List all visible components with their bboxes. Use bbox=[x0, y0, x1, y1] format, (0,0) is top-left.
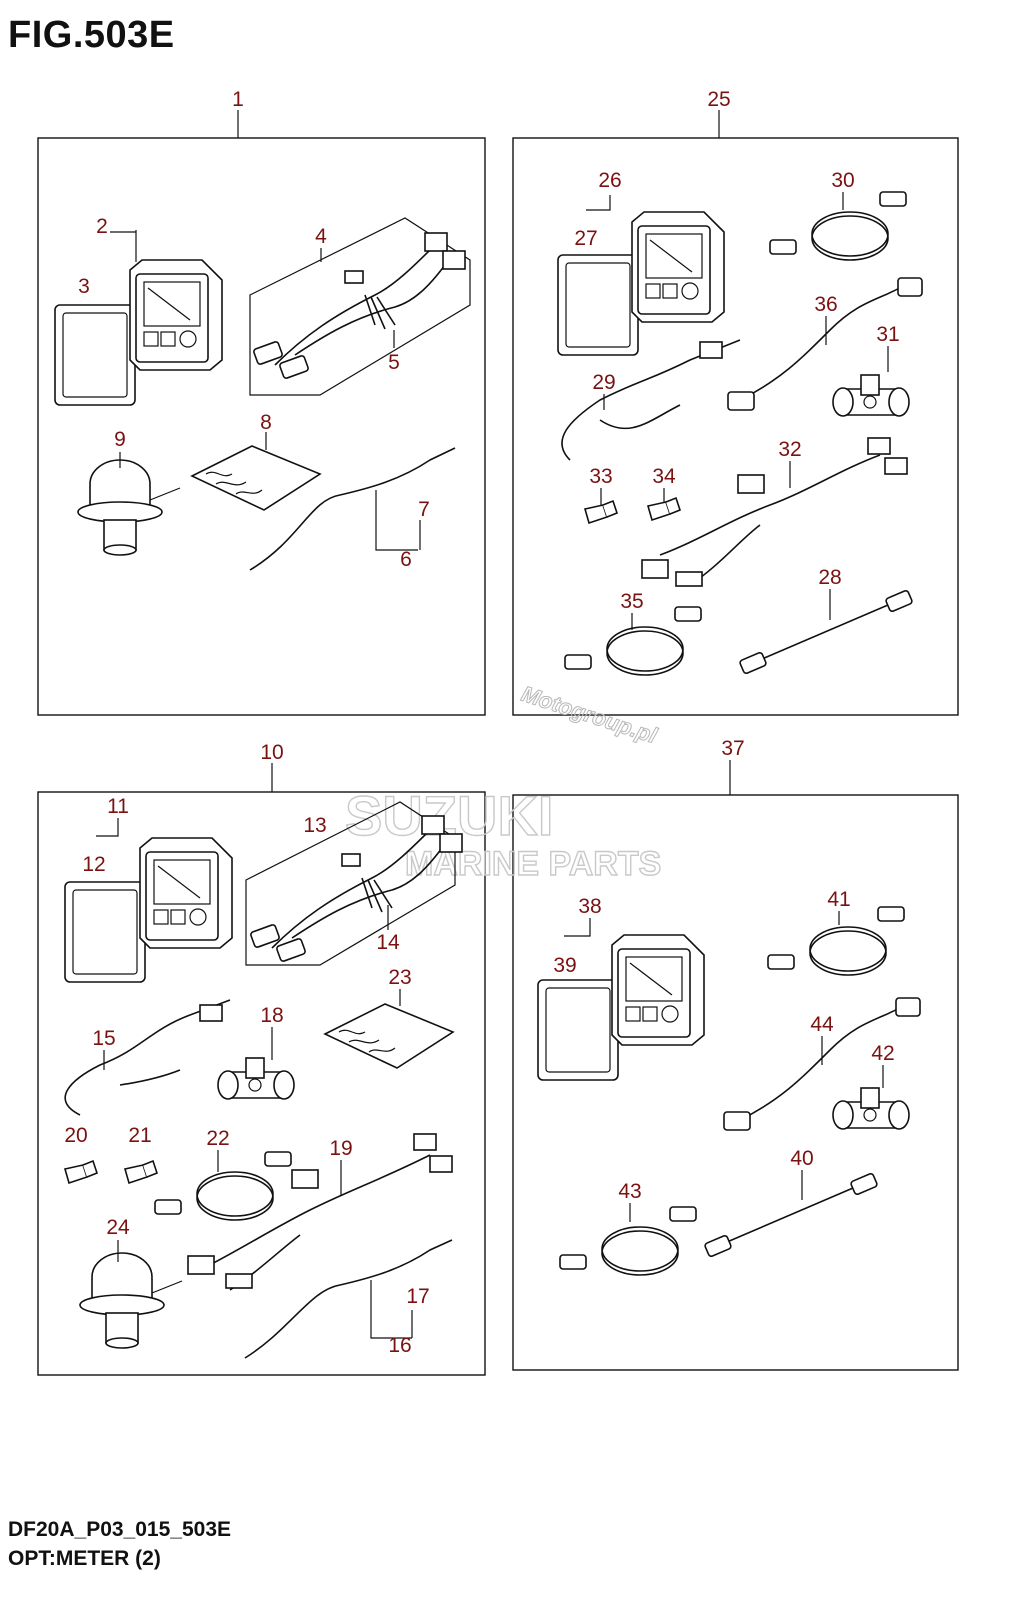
cable-15 bbox=[64, 999, 231, 1116]
meter-cover-3 bbox=[54, 304, 136, 406]
callout-22: 22 bbox=[206, 1127, 229, 1150]
bag-8 bbox=[191, 445, 321, 511]
meter-cover-27 bbox=[557, 254, 639, 356]
callout-4: 4 bbox=[315, 225, 327, 248]
terminator-21 bbox=[124, 1160, 158, 1184]
callout-42: 42 bbox=[871, 1042, 894, 1065]
figure-name: OPT:METER (2) bbox=[8, 1547, 161, 1570]
callout-32: 32 bbox=[778, 438, 801, 461]
callout-28: 28 bbox=[818, 566, 841, 589]
callout-26: 26 bbox=[598, 169, 621, 192]
callout-39: 39 bbox=[553, 954, 576, 977]
callout-25: 25 bbox=[707, 88, 730, 111]
tee-42 bbox=[832, 1087, 910, 1130]
callout-38: 38 bbox=[578, 895, 601, 918]
callout-1: 1 bbox=[232, 88, 244, 111]
meter-cover-12 bbox=[64, 881, 146, 983]
callout-15: 15 bbox=[92, 1027, 115, 1050]
callout-30: 30 bbox=[831, 169, 854, 192]
callout-33: 33 bbox=[589, 465, 612, 488]
bag-23 bbox=[324, 1003, 454, 1069]
callout-2: 2 bbox=[96, 215, 108, 238]
meter-unit-2 bbox=[129, 259, 223, 371]
group-box-1 bbox=[37, 137, 486, 716]
tee-18 bbox=[217, 1057, 295, 1100]
callout-10: 10 bbox=[260, 741, 283, 764]
callout-7: 7 bbox=[418, 498, 430, 521]
callout-44: 44 bbox=[810, 1013, 834, 1036]
callout-6: 6 bbox=[400, 548, 412, 571]
cable-30 bbox=[769, 191, 907, 261]
callout-36: 36 bbox=[814, 293, 837, 316]
sensor-9 bbox=[77, 459, 181, 556]
callout-17: 17 bbox=[406, 1285, 429, 1308]
terminator-20 bbox=[64, 1160, 98, 1184]
cable-29 bbox=[561, 339, 741, 461]
meter-unit-38 bbox=[611, 934, 705, 1046]
cable-35 bbox=[564, 606, 702, 676]
tee-31 bbox=[832, 374, 910, 417]
cable-22 bbox=[154, 1151, 292, 1221]
group-box-25 bbox=[512, 137, 959, 716]
callout-8: 8 bbox=[260, 411, 272, 434]
meter-unit-26 bbox=[631, 211, 725, 323]
callout-31: 31 bbox=[876, 323, 899, 346]
group-box-10 bbox=[37, 791, 486, 1376]
callout-21: 21 bbox=[128, 1124, 151, 1147]
cable-44 bbox=[739, 1004, 906, 1121]
callout-34: 34 bbox=[652, 465, 676, 488]
cable-36 bbox=[739, 284, 906, 401]
callout-14: 14 bbox=[376, 931, 400, 954]
callout-37: 37 bbox=[721, 737, 744, 760]
callout-5: 5 bbox=[388, 351, 400, 374]
callout-19: 19 bbox=[329, 1137, 352, 1160]
cable-6 bbox=[249, 447, 456, 571]
cable-43 bbox=[559, 1206, 697, 1276]
harness-19 bbox=[199, 1154, 431, 1271]
callout-29: 29 bbox=[592, 371, 615, 394]
cable-16 bbox=[244, 1239, 453, 1359]
group-box-37 bbox=[512, 794, 959, 1371]
sensor-24 bbox=[79, 1252, 183, 1349]
callout-27: 27 bbox=[574, 227, 597, 250]
callout-20: 20 bbox=[64, 1124, 87, 1147]
callout-3: 3 bbox=[78, 275, 90, 298]
callout-12: 12 bbox=[82, 853, 105, 876]
callout-40: 40 bbox=[790, 1147, 813, 1170]
harness-32 bbox=[659, 454, 881, 556]
harness-4 bbox=[252, 232, 466, 380]
callout-41: 41 bbox=[827, 888, 850, 911]
callout-43: 43 bbox=[618, 1180, 641, 1203]
callout-11: 11 bbox=[107, 795, 129, 818]
callout-23: 23 bbox=[388, 966, 411, 989]
callout-35: 35 bbox=[620, 590, 643, 613]
cable-28 bbox=[738, 589, 914, 675]
callout-18: 18 bbox=[260, 1004, 283, 1027]
meter-unit-11 bbox=[139, 837, 233, 949]
callout-9: 9 bbox=[114, 428, 126, 451]
callout-24: 24 bbox=[106, 1216, 130, 1239]
cable-40 bbox=[703, 1172, 879, 1258]
cable-41 bbox=[767, 906, 905, 976]
callout-13: 13 bbox=[303, 814, 326, 837]
callout-16: 16 bbox=[388, 1334, 411, 1357]
meter-cover-39 bbox=[537, 979, 619, 1081]
figure-title: FIG.503E bbox=[8, 14, 175, 56]
figure-code: DF20A_P03_015_503E bbox=[8, 1518, 232, 1541]
callouts: 1 2 3 4 5 6 7 8 9 25 26 27 28 29 30 31 3… bbox=[64, 88, 899, 1357]
